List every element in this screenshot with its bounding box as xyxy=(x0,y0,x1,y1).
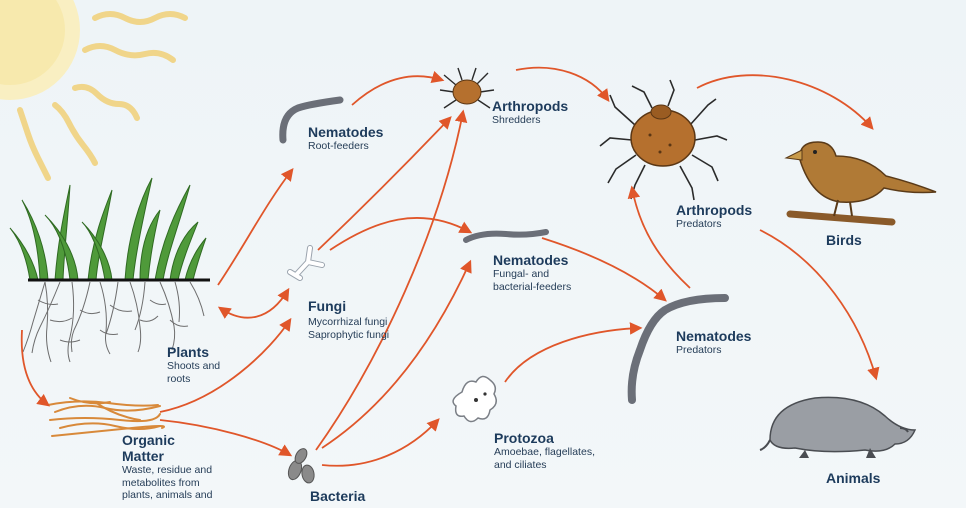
arrow-bacteria-to-protozoa xyxy=(322,420,438,466)
nematodes-predators-label: Nematodes Predators xyxy=(676,328,751,357)
arthropods-predators-sub: Predators xyxy=(676,218,752,231)
arrow-plants-to-nematodes xyxy=(218,170,292,285)
organic-title-1: Organic xyxy=(122,432,212,448)
bacteria-title: Bacteria xyxy=(310,488,365,504)
protozoa-icon xyxy=(453,376,496,421)
nematodes-fb-label: Nematodes Fungal- and bacterial-feeders xyxy=(493,252,571,293)
plants-sub-2: roots xyxy=(167,373,220,386)
fungi-label: Fungi Mycorrhizal fungi Saprophytic fung… xyxy=(308,298,389,341)
arrow-arthropods-pred-to-birds xyxy=(697,75,872,128)
nematodes-fb-title: Nematodes xyxy=(493,252,571,268)
animals-title: Animals xyxy=(826,470,880,486)
birds-label: Birds xyxy=(826,232,862,248)
animals-label: Animals xyxy=(826,470,880,486)
bird-icon xyxy=(786,142,936,222)
organic-sub-2: metabolites from xyxy=(122,477,212,490)
fungi-sub-2: Saprophytic fungi xyxy=(308,329,389,342)
sun-icon xyxy=(0,0,185,178)
nematodes-fb-sub-2: bacterial-feeders xyxy=(493,281,571,294)
protozoa-title: Protozoa xyxy=(494,430,595,446)
arrow-arthropods-shred-to-pred xyxy=(516,68,608,100)
arthropods-predators-title: Arthropods xyxy=(676,202,752,218)
nematodes-root-sub: Root-feeders xyxy=(308,140,383,153)
nematodes-root-title: Nematodes xyxy=(308,124,383,140)
arthropods-predators-label: Arthropods Predators xyxy=(676,202,752,231)
mole-icon xyxy=(760,397,915,458)
fungi-title: Fungi xyxy=(308,298,389,314)
protozoa-sub-1: Amoebae, flagellates, xyxy=(494,446,595,459)
arrow-bacteria-to-nematodes-fb xyxy=(322,262,470,448)
organic-title-2: Matter xyxy=(122,448,212,464)
nematodes-root-label: Nematodes Root-feeders xyxy=(308,124,383,153)
organic-sub-1: Waste, residue and xyxy=(122,464,212,477)
arrow-fungi-to-nematodes-fb xyxy=(330,218,470,250)
arrow-plants-fungi xyxy=(220,290,288,318)
fungi-sub-1: Mycorrhizal fungi xyxy=(308,316,389,329)
organic-matter-label: Organic Matter Waste, residue and metabo… xyxy=(122,432,212,502)
arthropods-shredders-title: Arthropods xyxy=(492,98,568,114)
nematodes-predators-sub: Predators xyxy=(676,344,751,357)
grass-icon xyxy=(10,178,206,280)
mite-icon xyxy=(600,80,727,200)
bacteria-icon xyxy=(286,447,316,484)
bacteria-label: Bacteria xyxy=(310,488,365,504)
plants-title: Plants xyxy=(167,344,220,360)
plants-label: Plants Shoots and roots xyxy=(167,344,220,385)
arrow-arthropods-pred-to-animals xyxy=(760,230,876,378)
arthropods-shredders-label: Arthropods Shredders xyxy=(492,98,568,127)
fungi-icon xyxy=(290,248,322,278)
plants-sub-1: Shoots and xyxy=(167,360,220,373)
organic-sub-3: plants, animals and xyxy=(122,489,212,502)
arthropods-shredders-sub: Shredders xyxy=(492,114,568,127)
protozoa-sub-2: and ciliates xyxy=(494,459,595,472)
birds-title: Birds xyxy=(826,232,862,248)
arrow-nematodes-to-arthropods xyxy=(352,76,442,105)
organic-matter-icon xyxy=(48,398,164,436)
arrow-bacteria-to-arthropods xyxy=(316,112,463,450)
protozoa-label: Protozoa Amoebae, flagellates, and cilia… xyxy=(494,430,595,471)
nematodes-fb-sub-1: Fungal- and xyxy=(493,268,571,281)
nematodes-predators-title: Nematodes xyxy=(676,328,751,344)
arrow-protozoa-to-nematodes-pred xyxy=(505,328,640,382)
mite-icon xyxy=(440,68,494,108)
